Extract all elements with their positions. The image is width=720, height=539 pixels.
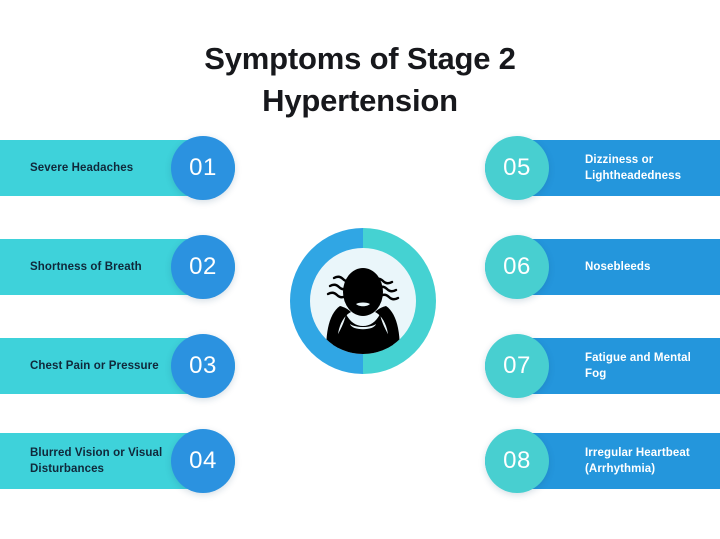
symptom-label-05: Dizziness or Lightheadedness	[585, 153, 682, 182]
symptom-row-03[interactable]: Chest Pain or Pressure 03	[0, 334, 235, 398]
symptom-number-badge-04: 04	[171, 429, 235, 493]
symptom-number-badge-08: 08	[485, 429, 549, 493]
page-title-line-2: Hypertension	[262, 82, 458, 118]
symptom-number-badge-01: 01	[171, 136, 235, 200]
symptom-row-04[interactable]: Blurred Vision or Visual Disturbances 04	[0, 429, 235, 493]
person-headache-icon	[326, 268, 400, 354]
symptom-label-02: Shortness of Breath	[30, 260, 142, 273]
symptom-label-07: Fatigue and Mental Fog	[585, 351, 691, 380]
symptom-number-badge-06: 06	[485, 235, 549, 299]
symptom-label-03: Chest Pain or Pressure	[30, 359, 159, 372]
symptom-row-01[interactable]: Severe Headaches 01	[0, 136, 235, 200]
emblem-inner-disc	[310, 248, 416, 354]
page-title-line-1: Symptoms of Stage 2	[204, 41, 516, 76]
symptom-row-07[interactable]: Fatigue and Mental Fog 07	[485, 334, 720, 398]
symptom-label-06: Nosebleeds	[585, 260, 651, 273]
symptom-label-08: Irregular Heartbeat (Arrhythmia)	[585, 446, 690, 475]
symptom-row-08[interactable]: Irregular Heartbeat (Arrhythmia) 08	[485, 429, 720, 493]
symptom-label-01: Severe Headaches	[30, 161, 134, 174]
symptom-number-badge-02: 02	[171, 235, 235, 299]
symptom-number-badge-03: 03	[171, 334, 235, 398]
symptom-row-05[interactable]: Dizziness or Lightheadedness 05	[485, 136, 720, 200]
symptom-row-06[interactable]: Nosebleeds 06	[485, 235, 720, 299]
center-emblem	[290, 228, 436, 374]
page-title: Symptoms of Stage 2 Hypertension	[0, 38, 720, 121]
symptom-number-badge-07: 07	[485, 334, 549, 398]
symptom-number-badge-05: 05	[485, 136, 549, 200]
symptom-label-04: Blurred Vision or Visual Disturbances	[30, 446, 163, 475]
symptom-row-02[interactable]: Shortness of Breath 02	[0, 235, 235, 299]
